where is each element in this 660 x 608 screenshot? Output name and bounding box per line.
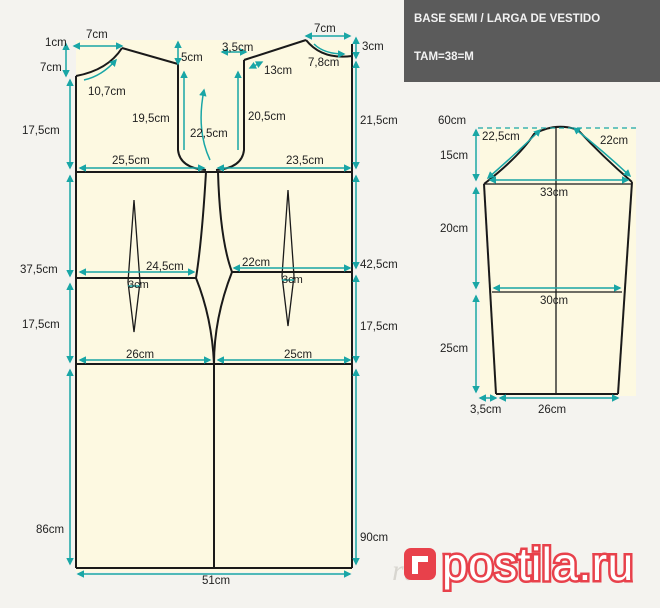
label-left-37-5cm: 37,5cm <box>20 264 58 276</box>
label-dart-left: 3cm <box>128 279 149 291</box>
label-hip-left: 26cm <box>126 349 154 361</box>
label-left-17-5cm: 17,5cm <box>22 125 60 137</box>
label-right-17-5cm: 17,5cm <box>360 321 398 333</box>
bodice-measures <box>62 32 360 578</box>
postila-brand-text: postila.ru <box>442 538 634 590</box>
sleeve-measures <box>472 127 636 402</box>
label-armhole-right: 20,5cm <box>248 111 286 123</box>
label-left-17-5cm-b: 17,5cm <box>22 319 60 331</box>
label-sleeve-cap-left: 22,5cm <box>482 131 520 143</box>
label-right-21-5cm: 21,5cm <box>360 115 398 127</box>
label-sleeve-width-top: 33cm <box>540 187 568 199</box>
label-shoulder-5cm: 5cm <box>181 52 203 64</box>
header-box <box>404 0 660 82</box>
label-sleeve-width-mid: 30cm <box>540 295 568 307</box>
label-sleeve-len-20cm: 20cm <box>440 223 468 235</box>
label-left-7cm: 7cm <box>40 62 62 74</box>
label-center-front: 22,5cm <box>190 128 228 140</box>
label-center-3-5cm: 3,5cm <box>222 42 253 54</box>
label-top-right-7cm: 7cm <box>314 23 336 35</box>
sleeve-labels: 60cm 22,5cm 22cm 15cm 33cm 20cm 30cm 25c… <box>438 115 628 416</box>
label-sleeve-top-60cm: 60cm <box>438 115 466 127</box>
label-waist-right: 22cm <box>242 257 270 269</box>
label-chest-left: 25,5cm <box>112 155 150 167</box>
label-right-90cm: 90cm <box>360 532 388 544</box>
postila-logo: postila.ru <box>404 536 636 593</box>
label-sleeve-bottom-3-5cm: 3,5cm <box>470 404 501 416</box>
label-neck-curve: 10,7cm <box>88 86 126 98</box>
header-title: BASE SEMI / LARGA DE VESTIDO <box>414 13 600 25</box>
label-hip-right: 25cm <box>284 349 312 361</box>
label-armhole-left: 19,5cm <box>132 113 170 125</box>
bodice-outline <box>75 39 353 569</box>
label-chest-right: 23,5cm <box>286 155 324 167</box>
label-dart-right: 3cm <box>282 274 303 286</box>
label-waist-left: 24,5cm <box>146 261 184 273</box>
label-sleeve-cap-right: 22cm <box>600 135 628 147</box>
label-sleeve-bottom-width: 26cm <box>538 404 566 416</box>
label-sleeve-cap-height: 15cm <box>440 150 468 162</box>
label-right-13cm: 13cm <box>264 65 292 77</box>
label-right-7-8cm: 7,8cm <box>308 57 339 69</box>
postila-logo-icon <box>404 548 436 580</box>
label-hem-width: 51cm <box>202 575 230 587</box>
header-size: TAM=38=M <box>414 51 474 63</box>
label-1cm: 1cm <box>45 37 67 49</box>
label-sleeve-len-25cm: 25cm <box>440 343 468 355</box>
label-left-86cm: 86cm <box>36 524 64 536</box>
label-right-42-5cm: 42,5cm <box>360 259 398 271</box>
bodice-labels: 1cm 7cm 7cm 10,7cm 5cm 3,5cm 7cm 3cm 13c… <box>20 23 398 587</box>
label-top-left-7cm: 7cm <box>86 29 108 41</box>
label-right-3cm: 3cm <box>362 41 384 53</box>
